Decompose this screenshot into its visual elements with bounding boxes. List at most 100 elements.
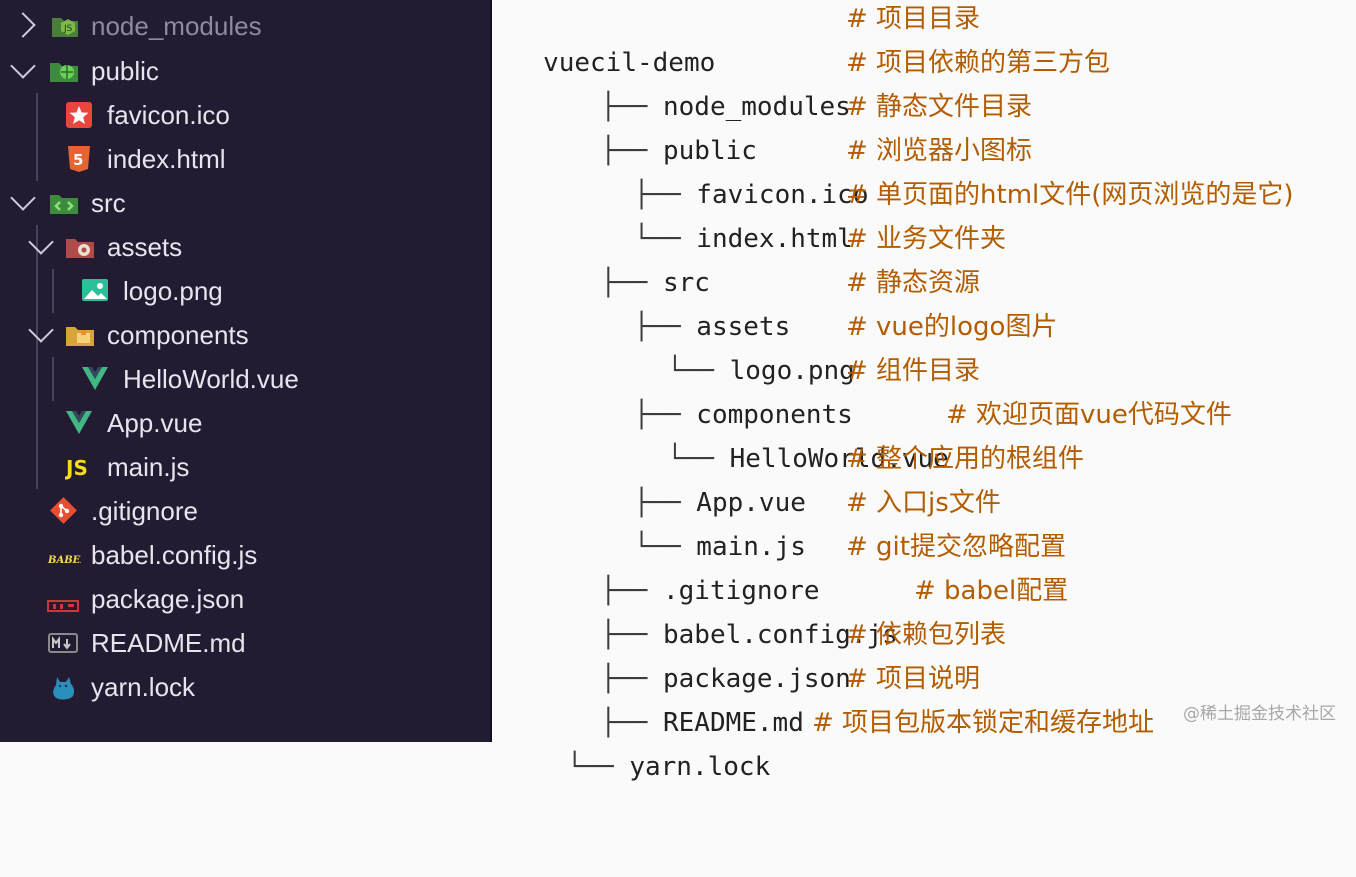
tree-line: ├── App.vue # 整个应用的根组件 (538, 437, 1084, 518)
tree-branch: └── (571, 532, 697, 562)
tree-line: └── yarn.lock # 项目包版本锁定和缓存地址 (518, 701, 1154, 782)
tree-branch: ├── (571, 180, 697, 210)
indent-guide (36, 225, 38, 489)
tree-line: ├── components # 组件目录 (538, 349, 980, 430)
tree-line: ├── assets # 静态资源 (538, 261, 980, 342)
svg-text:BABEL: BABEL (47, 555, 81, 566)
tree-branch: ├── (569, 576, 663, 606)
tree-branch: ├── (569, 268, 663, 298)
tree-branch: ├── (571, 488, 697, 518)
explorer-item-label: App.vue (107, 408, 203, 438)
explorer-item-label: HelloWorld.vue (123, 364, 299, 394)
explorer-item-favicon[interactable]: favicon.ico (0, 93, 490, 137)
tree-branch: ├── (571, 312, 697, 342)
chevron-down-icon[interactable] (10, 53, 36, 79)
git-icon (48, 497, 78, 525)
tree-line: ├── favicon.ico # 浏览器小图标 (538, 129, 1032, 210)
explorer-item-babel-config[interactable]: BABEL babel.config.js (0, 533, 490, 577)
chevron-right-icon[interactable] (10, 12, 36, 38)
directory-tree-annotation: vuecil-demo # 项目目录 ├── node_modules # 项目… (492, 0, 1356, 782)
explorer-item-helloworld-vue[interactable]: HelloWorld.vue (0, 357, 490, 401)
vue-icon (65, 409, 95, 437)
explorer-item-gitignore[interactable]: .gitignore (0, 489, 490, 533)
tree-branch: └── (573, 444, 730, 474)
tree-comment: # 项目说明 (846, 664, 981, 694)
tree-comment: # 项目依赖的第三方包 (846, 48, 1111, 78)
explorer-item-label: yarn.lock (91, 672, 196, 702)
tree-comment: # vue的logo图片 (846, 312, 1058, 342)
tree-comment: # 静态资源 (846, 268, 981, 298)
tree-name: src (662, 268, 710, 298)
components-folder-icon (64, 321, 94, 349)
yarn-cat-icon (49, 673, 79, 701)
file-explorer: JS node_modules public favicon.ico 5 ind… (0, 0, 490, 742)
svg-text:JS: JS (63, 24, 73, 34)
tree-name: vuecil-demo (543, 48, 716, 78)
tree-comment: # 静态文件目录 (846, 92, 1033, 122)
tree-comment: # 项目包版本锁定和缓存地址 (812, 708, 1155, 738)
explorer-item-index-html[interactable]: 5 index.html (0, 137, 490, 181)
tree-comment: # 组件目录 (846, 356, 981, 386)
explorer-item-label: public (91, 56, 159, 86)
image-icon (81, 277, 111, 305)
explorer-item-label: components (107, 320, 249, 350)
vue-icon (81, 365, 111, 393)
explorer-item-main-js[interactable]: JS main.js (0, 445, 490, 489)
tree-branch: └── (551, 752, 630, 782)
chevron-down-icon[interactable] (28, 229, 54, 255)
explorer-item-public[interactable]: public (0, 49, 490, 93)
html5-icon: 5 (66, 145, 96, 173)
explorer-item-package-json[interactable]: package.json (0, 577, 490, 621)
tree-branch: ├── (569, 708, 663, 738)
explorer-item-app-vue[interactable]: App.vue (0, 401, 490, 445)
explorer-item-label: node_modules (91, 11, 262, 41)
chevron-down-icon[interactable] (10, 185, 36, 211)
tree-line: └── index.html # 单页面的html文件(网页浏览的是它) (538, 173, 1294, 254)
tree-name: README.md (662, 708, 804, 738)
tree-comment: # 整个应用的根组件 (846, 444, 1085, 474)
watermark: @稀土掘金技术社区 (1183, 704, 1336, 724)
tree-comment: # 单页面的html文件(网页浏览的是它) (846, 180, 1294, 210)
indent-guide (36, 93, 38, 181)
explorer-item-label: .gitignore (91, 496, 198, 526)
explorer-item-label: logo.png (123, 276, 223, 306)
public-folder-icon (48, 57, 78, 85)
npm-icon (47, 590, 79, 618)
tree-name: assets (696, 312, 791, 342)
assets-folder-icon (64, 233, 94, 261)
tree-line: vuecil-demo # 项目目录 (510, 0, 980, 78)
chevron-down-icon[interactable] (28, 317, 54, 343)
tree-branch: ├── (569, 136, 663, 166)
tree-comment: # babel配置 (914, 576, 1069, 606)
tree-name: components (696, 400, 853, 430)
tree-branch: ├── (569, 664, 663, 694)
svg-text:JS: JS (65, 456, 88, 480)
explorer-item-label: assets (107, 232, 183, 262)
tree-comment: # 依赖包列表 (846, 620, 1007, 650)
explorer-item-label: src (91, 188, 126, 218)
tree-name: public (662, 136, 757, 166)
explorer-item-node-modules[interactable]: JS node_modules (0, 4, 490, 48)
tree-line: ├── public # 静态文件目录 (536, 85, 1032, 166)
tree-line: ├── src # 业务文件夹 (536, 217, 1006, 298)
tree-line: └── main.js # 入口js文件 (538, 481, 1001, 562)
tree-branch: ├── (569, 92, 663, 122)
explorer-item-readme[interactable]: README.md (0, 621, 490, 665)
explorer-item-label: main.js (107, 452, 190, 482)
tree-comment: # 业务文件夹 (846, 224, 1007, 254)
markdown-icon (48, 631, 78, 659)
tree-comment: # 浏览器小图标 (846, 136, 1033, 166)
tree-name: App.vue (696, 488, 806, 518)
explorer-item-label: index.html (107, 144, 226, 174)
svg-text:5: 5 (73, 151, 83, 169)
explorer-item-assets[interactable]: assets (0, 225, 490, 269)
tree-comment: # git提交忽略配置 (846, 532, 1066, 562)
explorer-item-components[interactable]: components (0, 313, 490, 357)
explorer-item-src[interactable]: src (0, 181, 490, 225)
indent-guide (52, 357, 54, 401)
tree-name: HelloWorld.vue (729, 444, 949, 474)
explorer-item-yarn-lock[interactable]: yarn.lock (0, 665, 490, 709)
tree-line: ├── babel.config.js # babel配置 (536, 569, 1068, 650)
explorer-item-logo-png[interactable]: logo.png (0, 269, 490, 313)
explorer-item-label: favicon.ico (107, 100, 230, 130)
